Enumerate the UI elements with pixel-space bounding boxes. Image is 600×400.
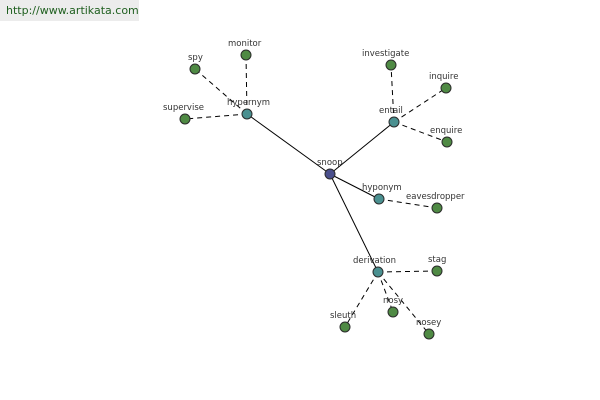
graph-nodes bbox=[179, 49, 453, 340]
word-node-stag[interactable] bbox=[431, 265, 443, 277]
graph-labels: snoop hypernym spy monitor supervise entail in… bbox=[163, 39, 465, 328]
edge-snoop-hyponym bbox=[329, 173, 380, 200]
word-label-nosy[interactable]: nosy bbox=[383, 296, 403, 306]
word-label-stag[interactable]: stag bbox=[428, 255, 446, 265]
relation-label-hypernym[interactable]: hypernym bbox=[227, 98, 270, 108]
word-label-spy[interactable]: spy bbox=[188, 53, 203, 63]
word-label-sleuth[interactable]: sleuth bbox=[330, 311, 356, 321]
word-node-monitor[interactable] bbox=[240, 49, 252, 61]
center-node-snoop[interactable] bbox=[324, 168, 336, 180]
graph-edges bbox=[184, 54, 448, 335]
word-node-enquire[interactable] bbox=[441, 136, 453, 148]
edge-hypernym-spy bbox=[194, 68, 248, 115]
center-label-snoop[interactable]: snoop bbox=[317, 158, 343, 168]
edge-snoop-derivation bbox=[329, 173, 379, 273]
url-link[interactable]: http://www.artikata.com bbox=[6, 4, 139, 17]
edge-entail-inquire bbox=[393, 87, 447, 123]
word-node-supervise[interactable] bbox=[179, 113, 191, 125]
relation-label-hyponym[interactable]: hyponym bbox=[362, 183, 402, 193]
edge-snoop-hypernym bbox=[246, 113, 331, 175]
word-label-investigate[interactable]: investigate bbox=[362, 49, 409, 59]
edge-hyponym-eavesdropper bbox=[378, 198, 438, 209]
relation-node-hyponym[interactable] bbox=[373, 193, 385, 205]
edge-hypernym-monitor bbox=[245, 54, 248, 115]
word-label-supervise[interactable]: supervise bbox=[163, 103, 204, 113]
edge-derivation-nosey bbox=[377, 271, 430, 335]
relation-node-derivation[interactable] bbox=[372, 266, 384, 278]
relation-node-hypernym[interactable] bbox=[241, 108, 253, 120]
relation-label-derivation[interactable]: derivation bbox=[353, 256, 396, 266]
edge-derivation-stag bbox=[377, 270, 438, 273]
edge-entail-enquire bbox=[393, 121, 448, 143]
word-node-eavesdropper[interactable] bbox=[431, 202, 443, 214]
edge-hypernym-supervise bbox=[184, 113, 248, 120]
word-label-enquire[interactable]: enquire bbox=[430, 126, 462, 136]
edge-snoop-entail bbox=[329, 121, 395, 175]
word-node-nosy[interactable] bbox=[387, 306, 399, 318]
relation-label-entail[interactable]: entail bbox=[379, 106, 403, 116]
word-node-nosey[interactable] bbox=[423, 328, 435, 340]
word-label-inquire[interactable]: inquire bbox=[429, 72, 458, 82]
edge-derivation-nosy bbox=[377, 271, 394, 313]
url-banner: http://www.artikata.com bbox=[0, 0, 139, 21]
word-node-inquire[interactable] bbox=[440, 82, 452, 94]
word-node-spy[interactable] bbox=[189, 63, 201, 75]
word-node-sleuth[interactable] bbox=[339, 321, 351, 333]
word-label-nosey[interactable]: nosey bbox=[416, 318, 441, 328]
edge-entail-investigate bbox=[390, 64, 395, 123]
word-label-eavesdropper[interactable]: eavesdropper bbox=[406, 192, 465, 202]
word-node-investigate[interactable] bbox=[385, 59, 397, 71]
edge-derivation-sleuth bbox=[344, 271, 379, 328]
word-label-monitor[interactable]: monitor bbox=[228, 39, 262, 49]
relation-node-entail[interactable] bbox=[388, 116, 400, 128]
